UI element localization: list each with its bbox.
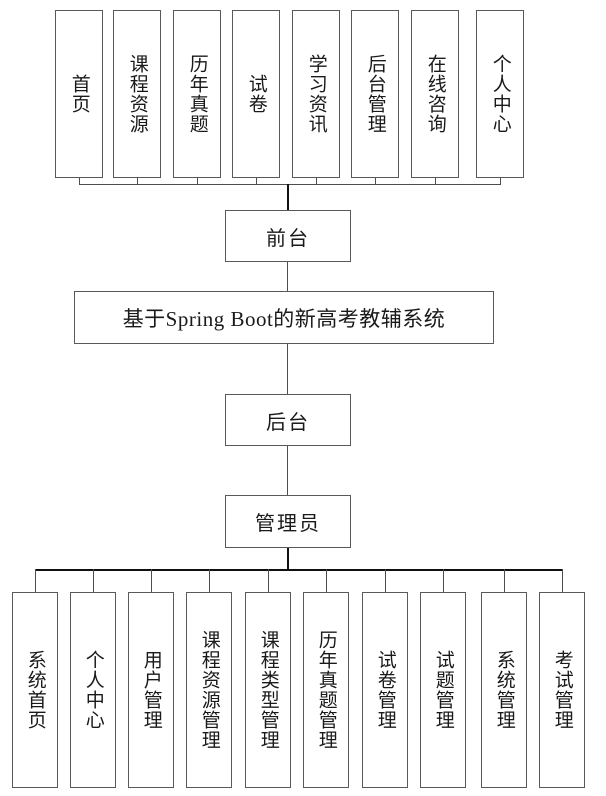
- admin-module-box[interactable]: 个人中心: [70, 592, 116, 788]
- system-title-box[interactable]: 基于Spring Boot的新高考教辅系统: [74, 291, 494, 344]
- admin-module-label: 系统管理: [493, 650, 515, 730]
- admin-module-label: 用户管理: [140, 650, 162, 730]
- frontend-module-label: 在线咨询: [424, 54, 446, 134]
- connector-trunk: [287, 184, 289, 211]
- connector-bus-top: [79, 184, 501, 185]
- connector-stub: [443, 569, 444, 592]
- frontend-node-label: 前台: [266, 227, 310, 250]
- admin-module-box[interactable]: 用户管理: [128, 592, 174, 788]
- connector-stub: [316, 178, 317, 185]
- frontend-module-box[interactable]: 后台管理: [351, 10, 399, 178]
- connector-trunk: [287, 344, 288, 394]
- frontend-module-label: 学习资讯: [305, 54, 327, 134]
- frontend-module-label: 个人中心: [489, 54, 511, 134]
- admin-module-box[interactable]: 历年真题管理: [303, 592, 349, 788]
- frontend-module-label: 试卷: [245, 74, 267, 114]
- connector-stub: [268, 569, 269, 592]
- frontend-module-label: 首页: [68, 74, 90, 114]
- connector-stub: [375, 178, 376, 185]
- admin-module-label: 个人中心: [82, 650, 104, 730]
- backend-node-label: 后台: [266, 411, 310, 434]
- admin-module-box[interactable]: 考试管理: [539, 592, 585, 788]
- admin-module-label: 课程资源管理: [198, 630, 220, 750]
- admin-module-label: 试题管理: [432, 650, 454, 730]
- frontend-module-box[interactable]: 课程资源: [113, 10, 161, 178]
- connector-stub: [35, 569, 36, 592]
- connector-trunk: [287, 446, 288, 495]
- frontend-module-label: 课程资源: [126, 54, 148, 134]
- admin-module-box[interactable]: 试题管理: [420, 592, 466, 788]
- admin-module-box[interactable]: 系统管理: [481, 592, 527, 788]
- connector-stub: [93, 569, 94, 592]
- frontend-module-box[interactable]: 首页: [55, 10, 103, 178]
- connector-stub: [197, 178, 198, 185]
- connector-trunk: [287, 262, 288, 292]
- frontend-module-label: 历年真题: [186, 54, 208, 134]
- frontend-module-label: 后台管理: [364, 54, 386, 134]
- frontend-module-box[interactable]: 历年真题: [173, 10, 221, 178]
- connector-stub: [504, 569, 505, 592]
- admin-module-box[interactable]: 课程资源管理: [186, 592, 232, 788]
- connector-stub: [137, 178, 138, 185]
- admin-module-box[interactable]: 课程类型管理: [245, 592, 291, 788]
- frontend-node-box[interactable]: 前台: [225, 210, 351, 262]
- system-title-label: 基于Spring Boot的新高考教辅系统: [122, 306, 446, 331]
- admin-module-label: 历年真题管理: [315, 630, 337, 750]
- admin-node-label: 管理员: [255, 513, 321, 535]
- admin-module-label: 课程类型管理: [257, 630, 279, 750]
- connector-bus-bottom: [35, 569, 563, 571]
- connector-stub: [209, 569, 210, 592]
- admin-module-label: 系统首页: [24, 650, 46, 730]
- admin-module-box[interactable]: 系统首页: [12, 592, 58, 788]
- frontend-module-box[interactable]: 个人中心: [476, 10, 524, 178]
- admin-node-box[interactable]: 管理员: [225, 495, 351, 548]
- admin-module-label: 考试管理: [551, 650, 573, 730]
- connector-stub: [79, 178, 80, 185]
- connector-stub: [256, 178, 257, 185]
- frontend-module-box[interactable]: 在线咨询: [411, 10, 459, 178]
- connector-stub: [385, 569, 386, 592]
- connector-trunk: [287, 548, 289, 570]
- connector-stub: [562, 569, 563, 592]
- connector-stub: [326, 569, 327, 592]
- admin-module-label: 试卷管理: [374, 650, 396, 730]
- frontend-module-box[interactable]: 试卷: [232, 10, 280, 178]
- connector-stub: [151, 569, 152, 592]
- connector-stub: [435, 178, 436, 185]
- frontend-module-box[interactable]: 学习资讯: [292, 10, 340, 178]
- connector-stub: [500, 178, 501, 185]
- backend-node-box[interactable]: 后台: [225, 394, 351, 446]
- admin-module-box[interactable]: 试卷管理: [362, 592, 408, 788]
